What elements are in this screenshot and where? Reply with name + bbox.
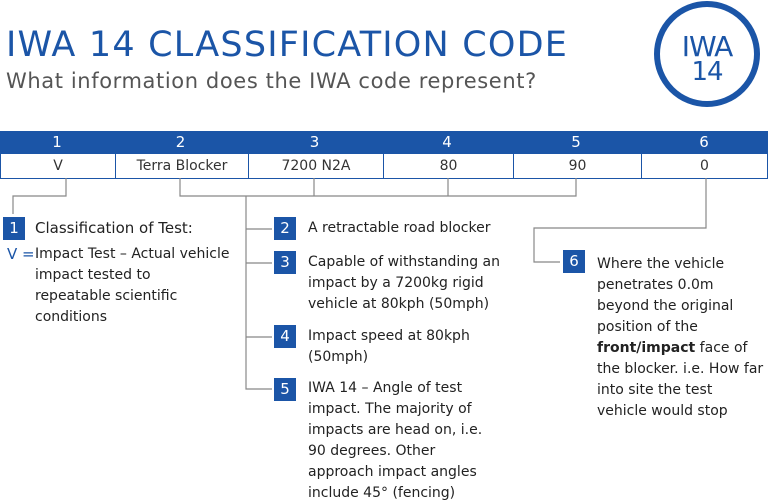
- iwa14-logo: IWA 14: [654, 1, 760, 107]
- logo-line2: 14: [691, 57, 723, 87]
- logo-line1: IWA: [681, 30, 734, 63]
- item-6-text-after: face of the blocker. i.e. How far into s…: [597, 340, 764, 419]
- value-cell-2: Terra Blocker: [115, 154, 248, 178]
- page-title: IWA 14 CLASSIFICATION CODE: [6, 25, 569, 65]
- item-6-text-before: Where the vehicle penetrates 0.0m beyond…: [597, 256, 734, 335]
- header-cell-3: 3: [309, 133, 320, 151]
- connector-bracket: [179, 178, 577, 197]
- item-4-text: Impact speed at 80kph (50mph): [308, 328, 470, 365]
- item-badge-1: 1: [3, 217, 25, 240]
- value-cell-3: 7200 N2A: [248, 154, 383, 178]
- code-header-row: 1 2 3 4 5 6: [0, 131, 768, 154]
- value-cell-6: 0: [641, 154, 767, 178]
- item-badge-3: 3: [274, 251, 296, 274]
- value-cell-1: V: [53, 158, 63, 174]
- item-1-prefix: V =: [7, 245, 35, 263]
- connector-trunk: [245, 196, 272, 390]
- item-badge-5: 5: [274, 378, 296, 401]
- item-badge-6: 6: [563, 250, 585, 273]
- item-3-text: Capable of withstanding an impact by a 7…: [308, 254, 500, 312]
- item-2-text: A retractable road blocker: [308, 220, 491, 236]
- connector-1: [12, 178, 67, 214]
- item-1-text: Impact Test – Actual vehicle impact test…: [35, 246, 230, 325]
- header-cell-6: 6: [699, 133, 709, 151]
- header-cell-2: 2: [175, 133, 186, 151]
- header-cell-5: 5: [571, 133, 581, 151]
- value-cell-5: 90: [513, 154, 641, 178]
- item-badge-2: 2: [274, 217, 296, 240]
- header-cell-4: 4: [442, 133, 452, 151]
- header-cell-1: 1: [52, 133, 62, 151]
- item-6-text-bold: front/impact: [597, 340, 696, 356]
- connector-6: [533, 178, 707, 263]
- item-5-text: IWA 14 – Angle of test impact. The major…: [308, 380, 483, 501]
- item-6-text: Where the vehicle penetrates 0.0m beyond…: [597, 254, 765, 422]
- page-subtitle: What information does the IWA code repre…: [6, 69, 537, 93]
- item-badge-4: 4: [274, 325, 296, 348]
- item-1-title: Classification of Test:: [35, 219, 193, 237]
- value-cell-4: 80: [383, 154, 513, 178]
- code-value-row: V Terra Blocker 7200 N2A 80 90 0: [0, 154, 768, 179]
